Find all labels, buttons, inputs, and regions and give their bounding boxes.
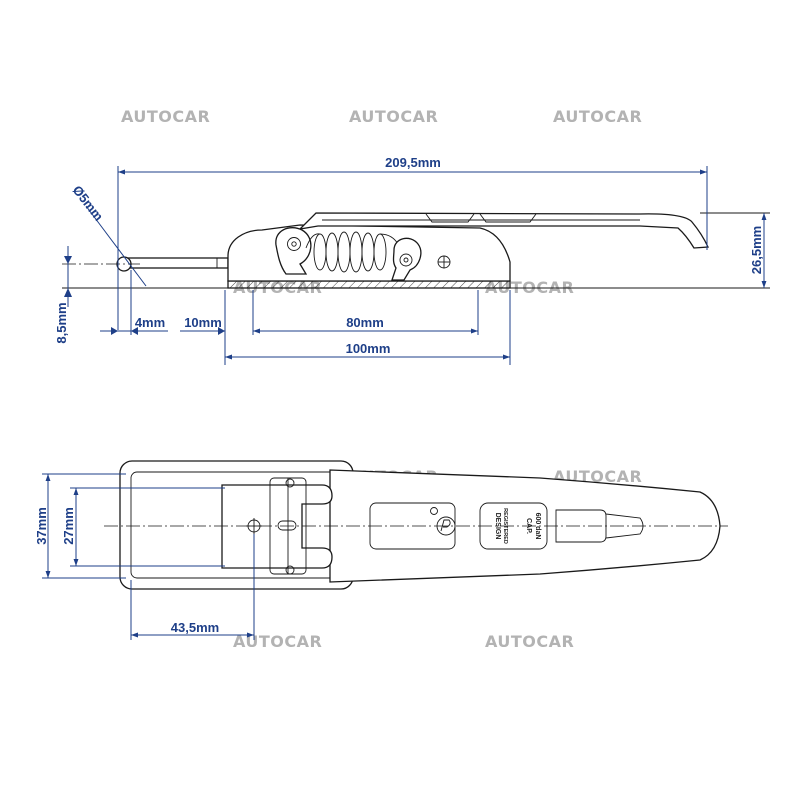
watermark-text: AUTOCAR <box>121 107 210 126</box>
marking-design: DESIGN <box>494 513 501 540</box>
dim-label-pin-gap: 4mm <box>135 315 165 330</box>
watermark-text: AUTOCAR <box>553 107 642 126</box>
dim-label-hole-distance: 80mm <box>346 315 384 330</box>
dim-label-inner-width: 27mm <box>61 507 76 545</box>
dim-label-height: 26,5mm <box>749 226 764 274</box>
clevis <box>221 484 333 569</box>
watermark-text: AUTOCAR <box>349 107 438 126</box>
dim-label-pin-diameter: Ø5mm <box>70 183 107 224</box>
dim-label-bracket-distance: 43,5mm <box>171 620 219 635</box>
dim-label-offset: 8,5mm <box>54 302 69 343</box>
dim-label-overall-length: 209,5mm <box>385 155 441 170</box>
base-plate <box>227 280 511 289</box>
marking-capacity: 600 daN <box>534 513 541 540</box>
lever-slot <box>555 509 607 543</box>
watermark-text: AUTOCAR <box>233 632 322 651</box>
dim-label-spacing: 10mm <box>184 315 222 330</box>
dim-label-plate-width: 37mm <box>34 507 49 545</box>
dim-label-base-length: 100mm <box>346 341 391 356</box>
side-view <box>62 166 770 365</box>
pin-rod <box>123 257 229 269</box>
cam <box>391 237 422 281</box>
watermark-text: AUTOCAR <box>485 632 574 651</box>
lever-arm <box>298 212 709 249</box>
top-view: DESIGN REGISTERED CAP. 600 daN <box>42 460 728 640</box>
top-dimensions: 37mm 27mm 43,5mm <box>34 474 254 638</box>
